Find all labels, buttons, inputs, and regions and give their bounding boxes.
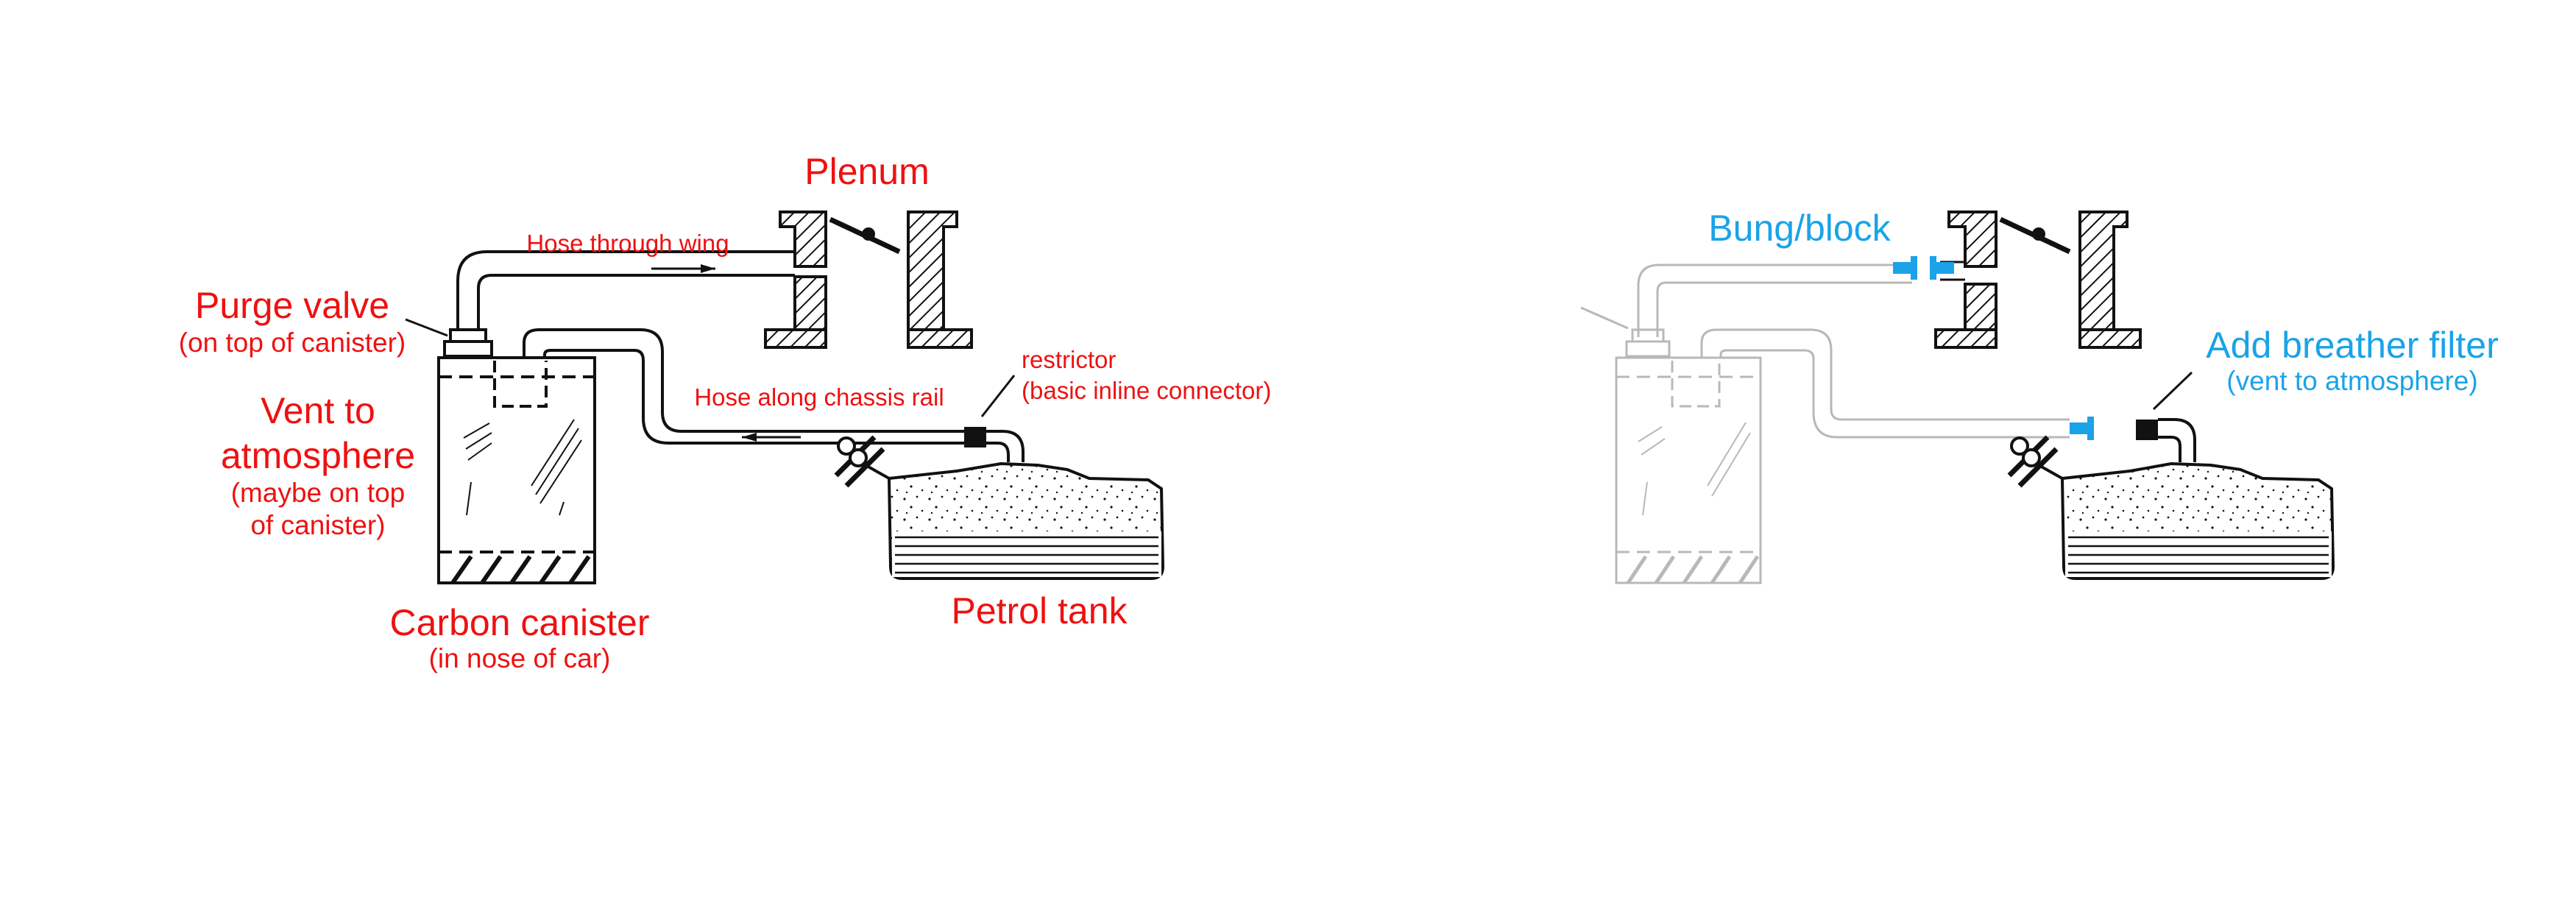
label-hose-wing: Hose through wing bbox=[526, 230, 729, 257]
label-canister: Carbon canister bbox=[390, 602, 650, 643]
label-restrictor-note: (basic inline connector) bbox=[1022, 377, 1271, 404]
label-breather: Add breather filter bbox=[2206, 325, 2498, 366]
right-panel: Bung/block Add breather filter (vent to … bbox=[1580, 208, 2499, 584]
label-vent-note1: (maybe on top bbox=[231, 478, 406, 508]
bung-chassis-line bbox=[2070, 417, 2094, 440]
label-hose-chassis: Hose along chassis rail bbox=[694, 383, 944, 411]
plenum-right-base bbox=[907, 328, 973, 349]
plenum-left-wall-upper bbox=[779, 210, 827, 268]
tank-vent-pipe bbox=[986, 430, 1025, 462]
plenum-right-wall bbox=[907, 210, 958, 331]
petrol-tank bbox=[834, 435, 1165, 580]
label-petrol-tank: Petrol tank bbox=[951, 590, 1128, 631]
canister-body bbox=[437, 356, 596, 584]
label-bung: Bung/block bbox=[1708, 208, 1891, 249]
label-plenum: Plenum bbox=[804, 151, 930, 192]
hose-chassis-rail bbox=[523, 328, 964, 445]
carbon-canister bbox=[437, 356, 596, 584]
plenum-throttle-body bbox=[764, 210, 973, 349]
right-labels: Bung/block Add breather filter (vent to … bbox=[1708, 208, 2498, 396]
faded-canister-system bbox=[1580, 263, 2070, 584]
tank-fuel-lines bbox=[895, 536, 1158, 574]
label-vent-line1: Vent to bbox=[261, 390, 375, 431]
throttle-pivot bbox=[862, 227, 875, 241]
breather-filter bbox=[2136, 371, 2196, 462]
plenum-left-base bbox=[764, 328, 827, 349]
label-restrictor: restrictor bbox=[1022, 346, 1116, 373]
label-purge-valve: Purge valve bbox=[195, 285, 389, 326]
petrol-tank-right bbox=[2007, 435, 2335, 580]
canister-shading bbox=[463, 419, 582, 516]
label-vent-line2: atmosphere bbox=[221, 435, 415, 476]
bung-plenum-port bbox=[1930, 256, 1954, 280]
label-breather-note: (vent to atmosphere) bbox=[2226, 366, 2477, 396]
left-panel: Plenum Hose through wing Purge valve (on… bbox=[179, 151, 1272, 673]
purge-valve bbox=[405, 318, 493, 358]
bung-purge-line bbox=[1893, 256, 1917, 280]
label-canister-note: (in nose of car) bbox=[429, 643, 611, 673]
plenum-left-wall-lower bbox=[793, 275, 827, 331]
left-labels: Plenum Hose through wing Purge valve (on… bbox=[179, 151, 1272, 673]
hose-through-wing bbox=[456, 250, 795, 337]
plenum-throttle-body-right bbox=[1934, 210, 2142, 349]
tank-filler-cap bbox=[834, 435, 890, 488]
label-vent-note2: of canister) bbox=[250, 510, 385, 540]
restrictor bbox=[964, 375, 1016, 447]
label-purge-valve-note: (on top of canister) bbox=[179, 328, 406, 358]
bung-blocks bbox=[1893, 256, 2094, 440]
